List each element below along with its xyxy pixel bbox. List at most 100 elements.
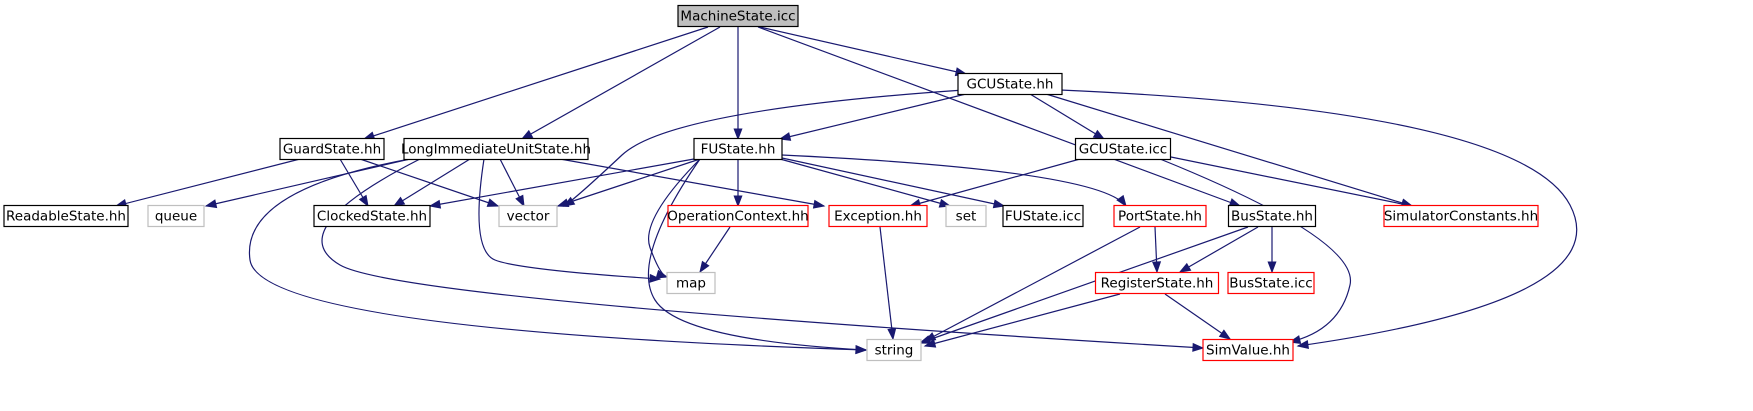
edge-line — [924, 226, 1141, 342]
node-fustate-icc[interactable]: FUState.icc — [1002, 204, 1084, 228]
node-label: map — [676, 276, 706, 292]
edge-arrowhead — [918, 335, 932, 344]
edge-line — [1159, 158, 1352, 343]
edge-machinestate-to-longimm — [520, 26, 721, 140]
node-longimm[interactable]: LongImmediateUnitState.hh — [401, 137, 591, 161]
edge-machinestate-to-gcustate_hh — [759, 26, 968, 77]
node-busstate-hh[interactable]: BusState.hh — [1227, 204, 1317, 228]
node-queue[interactable]: queue — [147, 204, 205, 228]
edge-exception-to-string — [879, 226, 897, 341]
node-label: RegisterState.hh — [1101, 276, 1214, 292]
node-vector[interactable]: vector — [498, 204, 558, 228]
node-box — [1074, 137, 1172, 161]
node-label: OperationContext.hh — [667, 209, 808, 225]
edge-line — [647, 158, 867, 351]
edge-arrowhead — [778, 132, 792, 141]
node-label: LongImmediateUnitState.hh — [401, 142, 591, 158]
node-simconst[interactable]: SimulatorConstants.hh — [1383, 204, 1539, 228]
node-guardstate[interactable]: GuardState.hh — [279, 137, 385, 161]
edge-arrowhead — [992, 199, 1006, 209]
edge-arrowhead — [812, 199, 826, 209]
node-box — [1002, 204, 1084, 228]
edge-fustate_hh-to-opcontext — [733, 159, 743, 208]
node-readable[interactable]: ReadableState.hh — [3, 204, 129, 228]
node-busstate-icc[interactable]: BusState.icc — [1227, 271, 1315, 295]
edge-longimm-to-simvalue — [321, 158, 1205, 352]
edge-fustate_hh-to-vector — [556, 158, 701, 208]
edge-longimm-to-vector — [499, 158, 525, 208]
node-box — [1202, 338, 1294, 362]
node-box — [1227, 204, 1317, 228]
node-string[interactable]: string — [866, 338, 922, 362]
node-label: FUState.icc — [1005, 209, 1081, 225]
node-machinestate[interactable]: MachineState.icc — [677, 4, 799, 28]
edge-line — [1029, 93, 1105, 140]
node-label: queue — [155, 209, 197, 225]
edge-fustate_hh-to-string — [647, 158, 868, 354]
node-label: SimValue.hh — [1206, 343, 1290, 359]
node-exception[interactable]: Exception.hh — [828, 204, 928, 228]
node-box — [693, 137, 783, 161]
edge-line — [757, 26, 1241, 207]
edge-opcontext-to-map — [699, 226, 731, 274]
edge-arrowhead — [515, 194, 525, 208]
dependency-nodes: MachineState.iccGCUState.hhGuardState.hh… — [3, 4, 1539, 362]
dependency-edges — [114, 26, 1578, 355]
node-portstate[interactable]: PortState.hh — [1113, 204, 1207, 228]
edge-line — [563, 89, 965, 207]
node-clocked[interactable]: ClockedState.hh — [313, 204, 431, 228]
node-box — [1227, 271, 1315, 295]
edge-busstate_hh-to-string — [918, 226, 1249, 344]
node-gcustate-icc[interactable]: GCUState.icc — [1074, 137, 1172, 161]
node-box — [945, 204, 987, 228]
node-box — [828, 204, 928, 228]
node-box — [313, 204, 431, 228]
node-label: Exception.hh — [834, 209, 922, 225]
node-label: ClockedState.hh — [317, 209, 427, 225]
node-label: SimulatorConstants.hh — [1384, 209, 1538, 225]
edge-regstate-to-simvalue — [1164, 293, 1232, 340]
node-box — [1113, 204, 1207, 228]
edge-gcustate_hh-to-fustate_hh — [778, 93, 967, 141]
edge-arrowhead — [699, 260, 710, 274]
node-map[interactable]: map — [666, 271, 716, 295]
edge-line — [779, 93, 967, 140]
edge-arrowhead — [855, 344, 868, 354]
node-label: GCUState.hh — [967, 77, 1054, 93]
edge-regstate-to-string — [923, 293, 1121, 348]
edge-arrowhead — [520, 129, 534, 140]
edge-arrowhead — [358, 194, 369, 208]
edge-line — [759, 26, 967, 75]
node-set[interactable]: set — [945, 204, 987, 228]
node-regstate[interactable]: RegisterState.hh — [1094, 271, 1220, 295]
edge-arrowhead — [1296, 340, 1309, 349]
edge-line — [429, 158, 695, 207]
node-fustate-hh[interactable]: FUState.hh — [693, 137, 783, 161]
node-opcontext[interactable]: OperationContext.hh — [667, 204, 809, 228]
node-box — [1094, 271, 1220, 295]
node-label: BusState.hh — [1231, 209, 1313, 225]
edge-line — [909, 158, 1081, 207]
edge-gcustate_hh-to-simvalue — [1059, 89, 1578, 349]
edge-line — [781, 154, 1127, 207]
edge-arrowhead — [887, 328, 897, 341]
edge-fustate_hh-to-map — [648, 158, 701, 279]
node-box — [403, 137, 589, 161]
edge-line — [559, 158, 825, 207]
edge-arrowhead — [1152, 261, 1162, 274]
edge-machinestate-to-fustate_hh — [733, 27, 743, 141]
node-label: ReadableState.hh — [6, 209, 126, 225]
edge-arrowhead — [392, 196, 406, 207]
edge-arrowhead — [1116, 194, 1127, 208]
edge-arrowhead — [733, 128, 743, 141]
edge-line — [919, 226, 1249, 344]
edge-fustate_hh-to-portstate — [781, 154, 1127, 208]
edge-arrowhead — [923, 338, 937, 348]
node-label: set — [956, 209, 977, 225]
edge-arrowhead — [655, 269, 669, 279]
edge-machinestate-to-guardstate — [362, 26, 709, 141]
edge-arrowhead — [428, 199, 442, 209]
node-gcustate-hh[interactable]: GCUState.hh — [957, 72, 1063, 96]
node-simvalue[interactable]: SimValue.hh — [1202, 338, 1294, 362]
